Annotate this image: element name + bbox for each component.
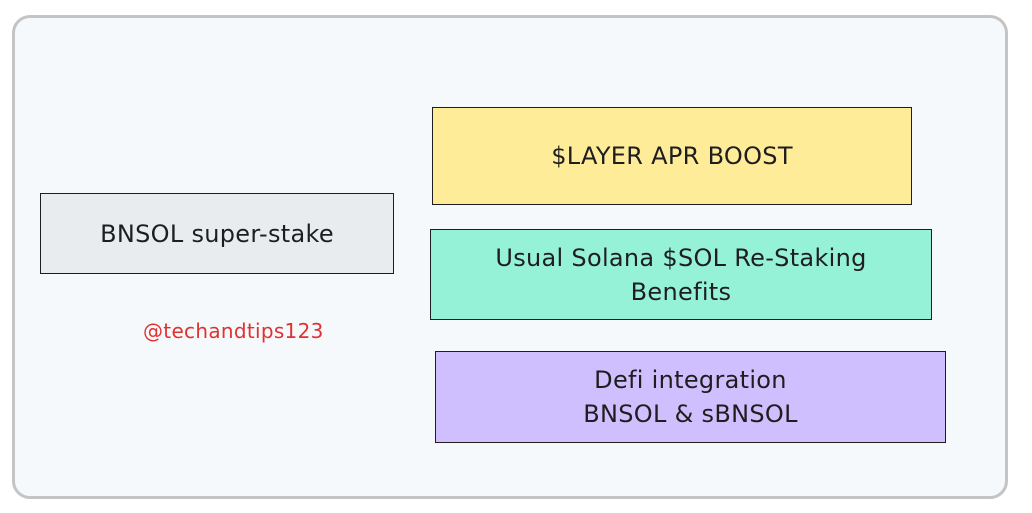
node-defi-integration: Defi integration BNSOL & sBNSOL (435, 351, 946, 443)
watermark-handle: @techandtips123 (143, 319, 324, 343)
node-layer-apr-boost: $LAYER APR BOOST (432, 107, 912, 205)
node-bnsol-super-stake: BNSOL super-stake (40, 193, 394, 274)
node-usual-solana-restaking: Usual Solana $SOL Re-Staking Benefits (430, 229, 932, 320)
